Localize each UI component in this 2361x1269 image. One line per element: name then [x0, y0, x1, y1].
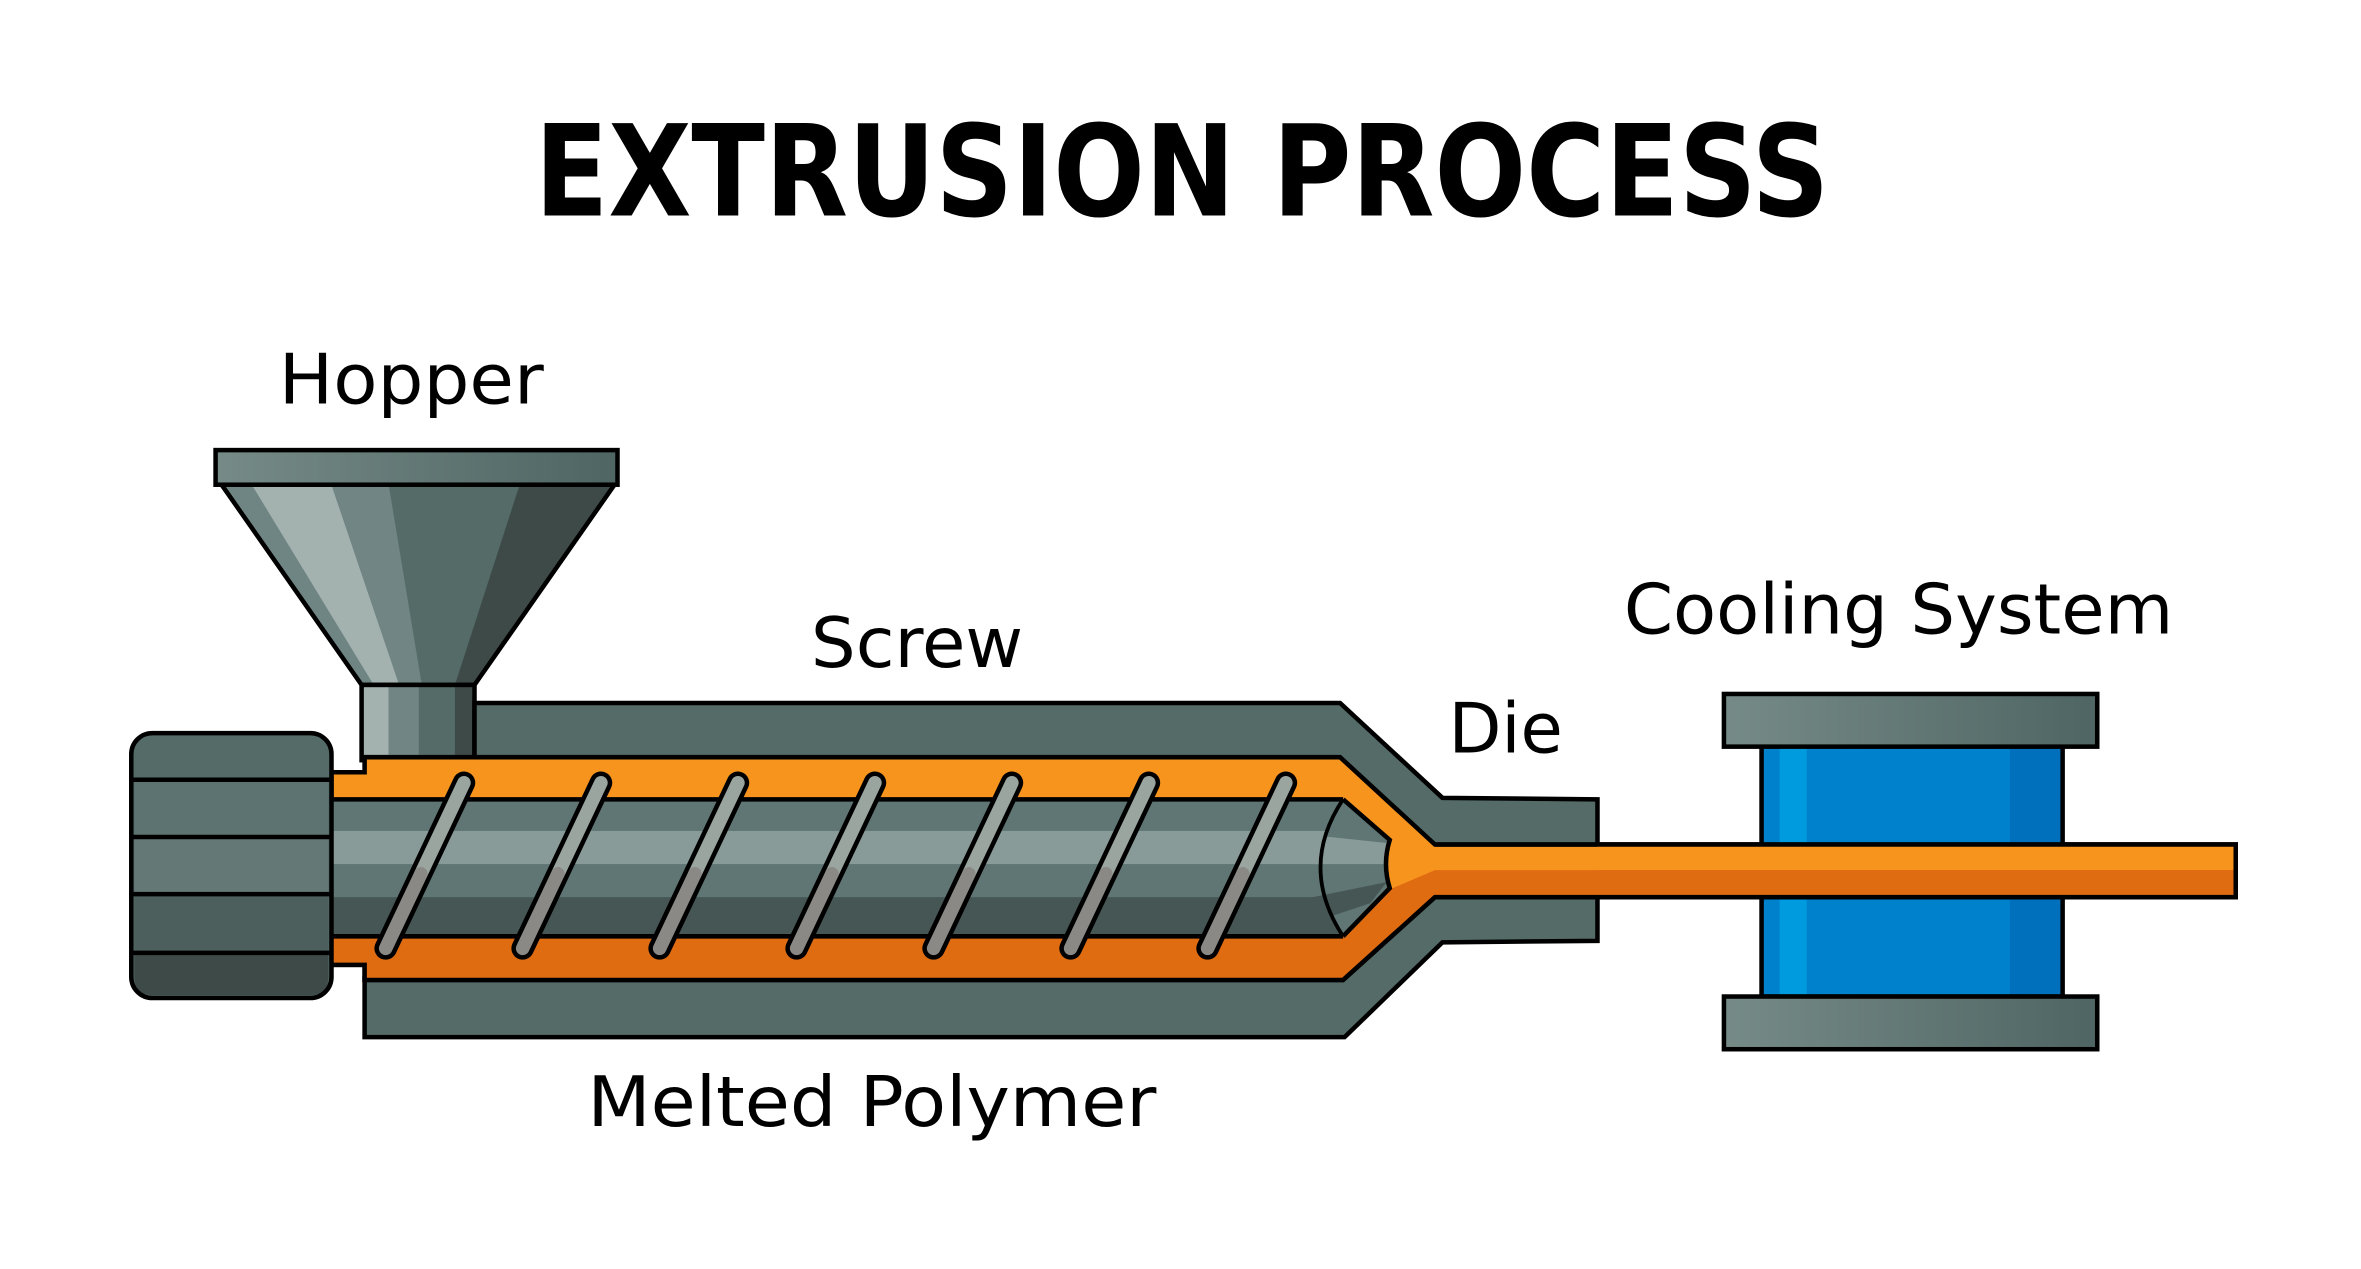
- screw-flight: [785, 771, 887, 960]
- screw-flight: [1059, 771, 1161, 960]
- label-screw: Screw: [811, 604, 1023, 684]
- cooling-plate-top: [1721, 691, 2100, 749]
- screw: [331, 771, 1393, 960]
- cooling-block-top: [1759, 742, 2065, 847]
- hopper-rim: [213, 447, 620, 487]
- screw-flight: [374, 771, 476, 960]
- motor: [129, 730, 334, 1001]
- label-die: Die: [1448, 690, 1562, 770]
- cooling-plate-bottom: [1721, 994, 2100, 1052]
- cooling-block-bottom: [1759, 894, 2065, 999]
- screw-flight: [648, 771, 750, 960]
- label-hopper: Hopper: [279, 340, 544, 420]
- hopper: [213, 447, 620, 763]
- screw-flight: [1196, 771, 1298, 960]
- screw-flight: [511, 771, 613, 960]
- label-melted-polymer: Melted Polymer: [587, 1063, 1157, 1143]
- extruded-strand: [1597, 842, 2238, 900]
- diagram-title: EXTRUSION PROCESS: [535, 98, 1830, 245]
- screw-flight: [922, 771, 1024, 960]
- label-cooling-system: Cooling System: [1624, 571, 2173, 651]
- cooling-system: [1721, 691, 2100, 1052]
